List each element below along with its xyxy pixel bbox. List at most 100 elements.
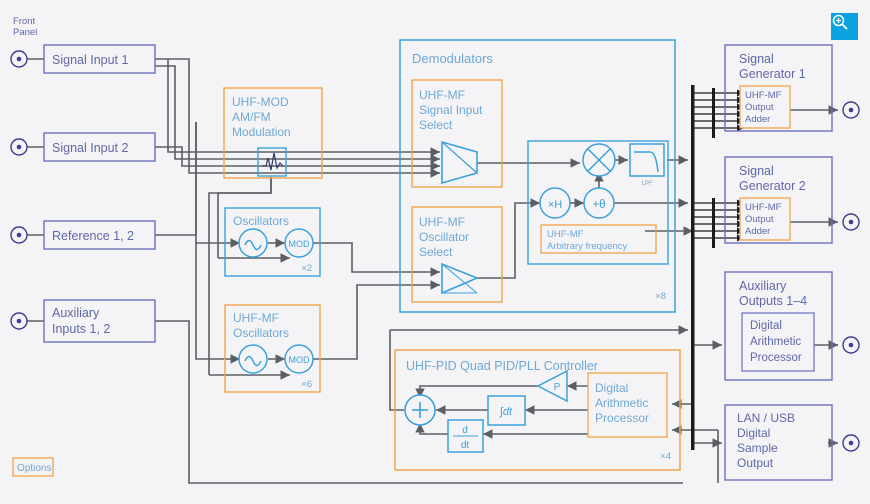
sg2-output-adder[interactable]: UHF-MF Output Adder — [739, 197, 791, 241]
multiplier-circle-icon — [582, 143, 616, 177]
uhf-mod-title-1: UHF-MOD — [232, 95, 289, 109]
mod-circle-icon: MOD — [284, 228, 314, 258]
auxout-title-1: Auxiliary — [739, 279, 787, 293]
integrator-icon: ∫dt — [487, 395, 526, 426]
dap-line1: Digital — [595, 381, 628, 395]
pid-multiplier: ×4 — [660, 451, 671, 462]
uhf-mod-title-3: Modulation — [232, 125, 291, 139]
zoom-in-icon — [832, 14, 848, 30]
wire-aux-to-sel — [188, 68, 440, 178]
wire-aux-bottom — [155, 320, 683, 484]
arbitrary-frequency-block[interactable]: UHF-MF Arbitrary frequency — [540, 224, 657, 254]
oscillators-block[interactable]: Oscillators MOD ×2 — [224, 207, 321, 277]
input-box-auxiliary-inputs-1-2[interactable]: Auxiliary Inputs 1, 2 — [43, 299, 156, 343]
wire-osc1-to-oscsel — [313, 242, 440, 277]
derivative-label-top: d — [462, 425, 468, 436]
output-block-signal-generator-1[interactable]: Signal Generator 1 UHF-MF Output Adder — [724, 44, 833, 132]
connector-icon-auxout — [842, 336, 860, 354]
sg2-bus — [712, 198, 715, 248]
input-label-line1: Auxiliary — [52, 306, 100, 320]
wire-mod-to-osc2 — [208, 177, 272, 375]
os-title-3: Select — [419, 245, 453, 259]
sg2-bus-fanout — [694, 199, 744, 242]
zoom-in-button[interactable] — [831, 13, 858, 40]
mod-label: MOD — [289, 355, 310, 365]
os-title-1: UHF-MF — [419, 215, 465, 229]
derivative-label-bottom: dt — [461, 440, 470, 451]
output-block-lan-usb[interactable]: LAN / USB Digital Sample Output — [724, 404, 833, 481]
auxout-digital-arithmetic-processor[interactable]: Digital Arithmetic Processor — [741, 312, 815, 372]
sg2-adder-line3: Adder — [745, 226, 770, 237]
sg2-title-2: Generator 2 — [739, 179, 806, 193]
lan-title-3: Sample — [737, 441, 778, 455]
waveform-icon — [257, 147, 287, 177]
proportional-gain-icon: P — [536, 369, 568, 403]
os-title-2: Oscillator — [419, 230, 469, 244]
options-legend: Options — [12, 457, 54, 477]
demodulators-multiplier: ×8 — [655, 291, 666, 302]
output-block-signal-generator-2[interactable]: Signal Generator 2 UHF-MF Output Adder — [724, 156, 833, 244]
sg1-title-2: Generator 1 — [739, 67, 806, 81]
input-box-reference-1-2[interactable]: Reference 1, 2 — [43, 220, 156, 250]
uhf-mf-oscillators-block[interactable]: UHF-MF Oscillators MOD ×6 — [224, 304, 321, 393]
wire-si1-to-sel — [155, 58, 440, 157]
sg1-bus — [712, 88, 715, 138]
input-label: Signal Input 2 — [52, 141, 128, 155]
auxout-title-2: Outputs 1–4 — [739, 294, 807, 308]
oscillators-multiplier: ×2 — [301, 263, 312, 274]
input-box-signal-input-2[interactable]: Signal Input 2 — [43, 132, 156, 162]
connector-icon-aux — [10, 312, 28, 330]
wire-sum-out — [389, 330, 404, 411]
wire-si1-branch — [168, 58, 190, 68]
connector-icon-sg1-out — [842, 101, 860, 119]
sg1-output-adder[interactable]: UHF-MF Output Adder — [739, 85, 791, 129]
uhfmf-osc-title-1: UHF-MF — [233, 311, 279, 325]
wire-der-to-sum — [415, 423, 448, 435]
differentiator-icon: d dt — [447, 419, 484, 453]
input-label-line2: Inputs 1, 2 — [52, 322, 110, 336]
main-vertical-bus — [691, 85, 695, 450]
oscillator-select-block[interactable]: UHF-MF Oscillator Select — [411, 206, 503, 303]
wire-si1b-to-sel — [155, 65, 440, 164]
wire-p-to-sum — [415, 385, 538, 398]
sis-title-2: Signal Input — [419, 103, 483, 117]
lpf-label: LPF — [641, 181, 652, 187]
output-block-auxiliary-outputs[interactable]: Auxiliary Outputs 1–4 Digital Arithmetic… — [724, 271, 833, 381]
auxout-dap-line3: Processor — [750, 352, 802, 364]
pid-digital-arithmetic-processor[interactable]: Digital Arithmetic Processor — [587, 372, 668, 438]
uhfmf-osc-multiplier: ×6 — [301, 379, 312, 390]
sg1-adder-line1: UHF-MF — [745, 90, 782, 101]
uhfmf-osc-title-2: Oscillators — [233, 326, 289, 340]
demodulators-container[interactable]: Demodulators ×8 — [399, 39, 676, 313]
connector-icon-sg2-out — [842, 213, 860, 231]
auxout-dap-line2: Arithmetic — [750, 336, 801, 348]
connector-icon-ref — [10, 226, 28, 244]
sg2-title-1: Signal — [739, 164, 774, 178]
oscillators-title: Oscillators — [233, 214, 289, 228]
wire-layer — [27, 58, 838, 484]
wire-si2-to-sel — [155, 146, 440, 171]
phase-label: +θ — [592, 199, 605, 211]
sg1-adder-line2: Output — [745, 102, 774, 113]
arbfreq-line1: UHF-MF — [547, 229, 584, 240]
front-panel-label-line2: Panel — [13, 27, 37, 38]
lan-title-4: Output — [737, 456, 774, 470]
auxout-dap-line1: Digital — [750, 320, 782, 332]
bus-layer — [691, 85, 744, 450]
sine-wave-icon — [238, 228, 268, 258]
uhf-pid-block[interactable]: UHF-PID Quad PID/PLL Controller ×4 P ∫dt… — [394, 349, 681, 471]
uhf-mod-block[interactable]: UHF-MOD AM/FM Modulation — [223, 87, 323, 179]
input-connectors — [10, 50, 28, 330]
signal-input-select-block[interactable]: UHF-MF Signal Input Select — [411, 79, 503, 188]
arbfreq-line2: Arbitrary frequency — [547, 241, 628, 252]
input-box-signal-input-1[interactable]: Signal Input 1 — [43, 44, 156, 74]
sg2-adder-line1: UHF-MF — [745, 202, 782, 213]
connector-icon-si2 — [10, 138, 28, 156]
sg2-adder-line2: Output — [745, 214, 774, 225]
p-label: P — [554, 382, 561, 393]
sis-title-3: Select — [419, 118, 453, 132]
input-label: Signal Input 1 — [52, 53, 128, 67]
sg1-bus-fanout — [694, 89, 744, 132]
